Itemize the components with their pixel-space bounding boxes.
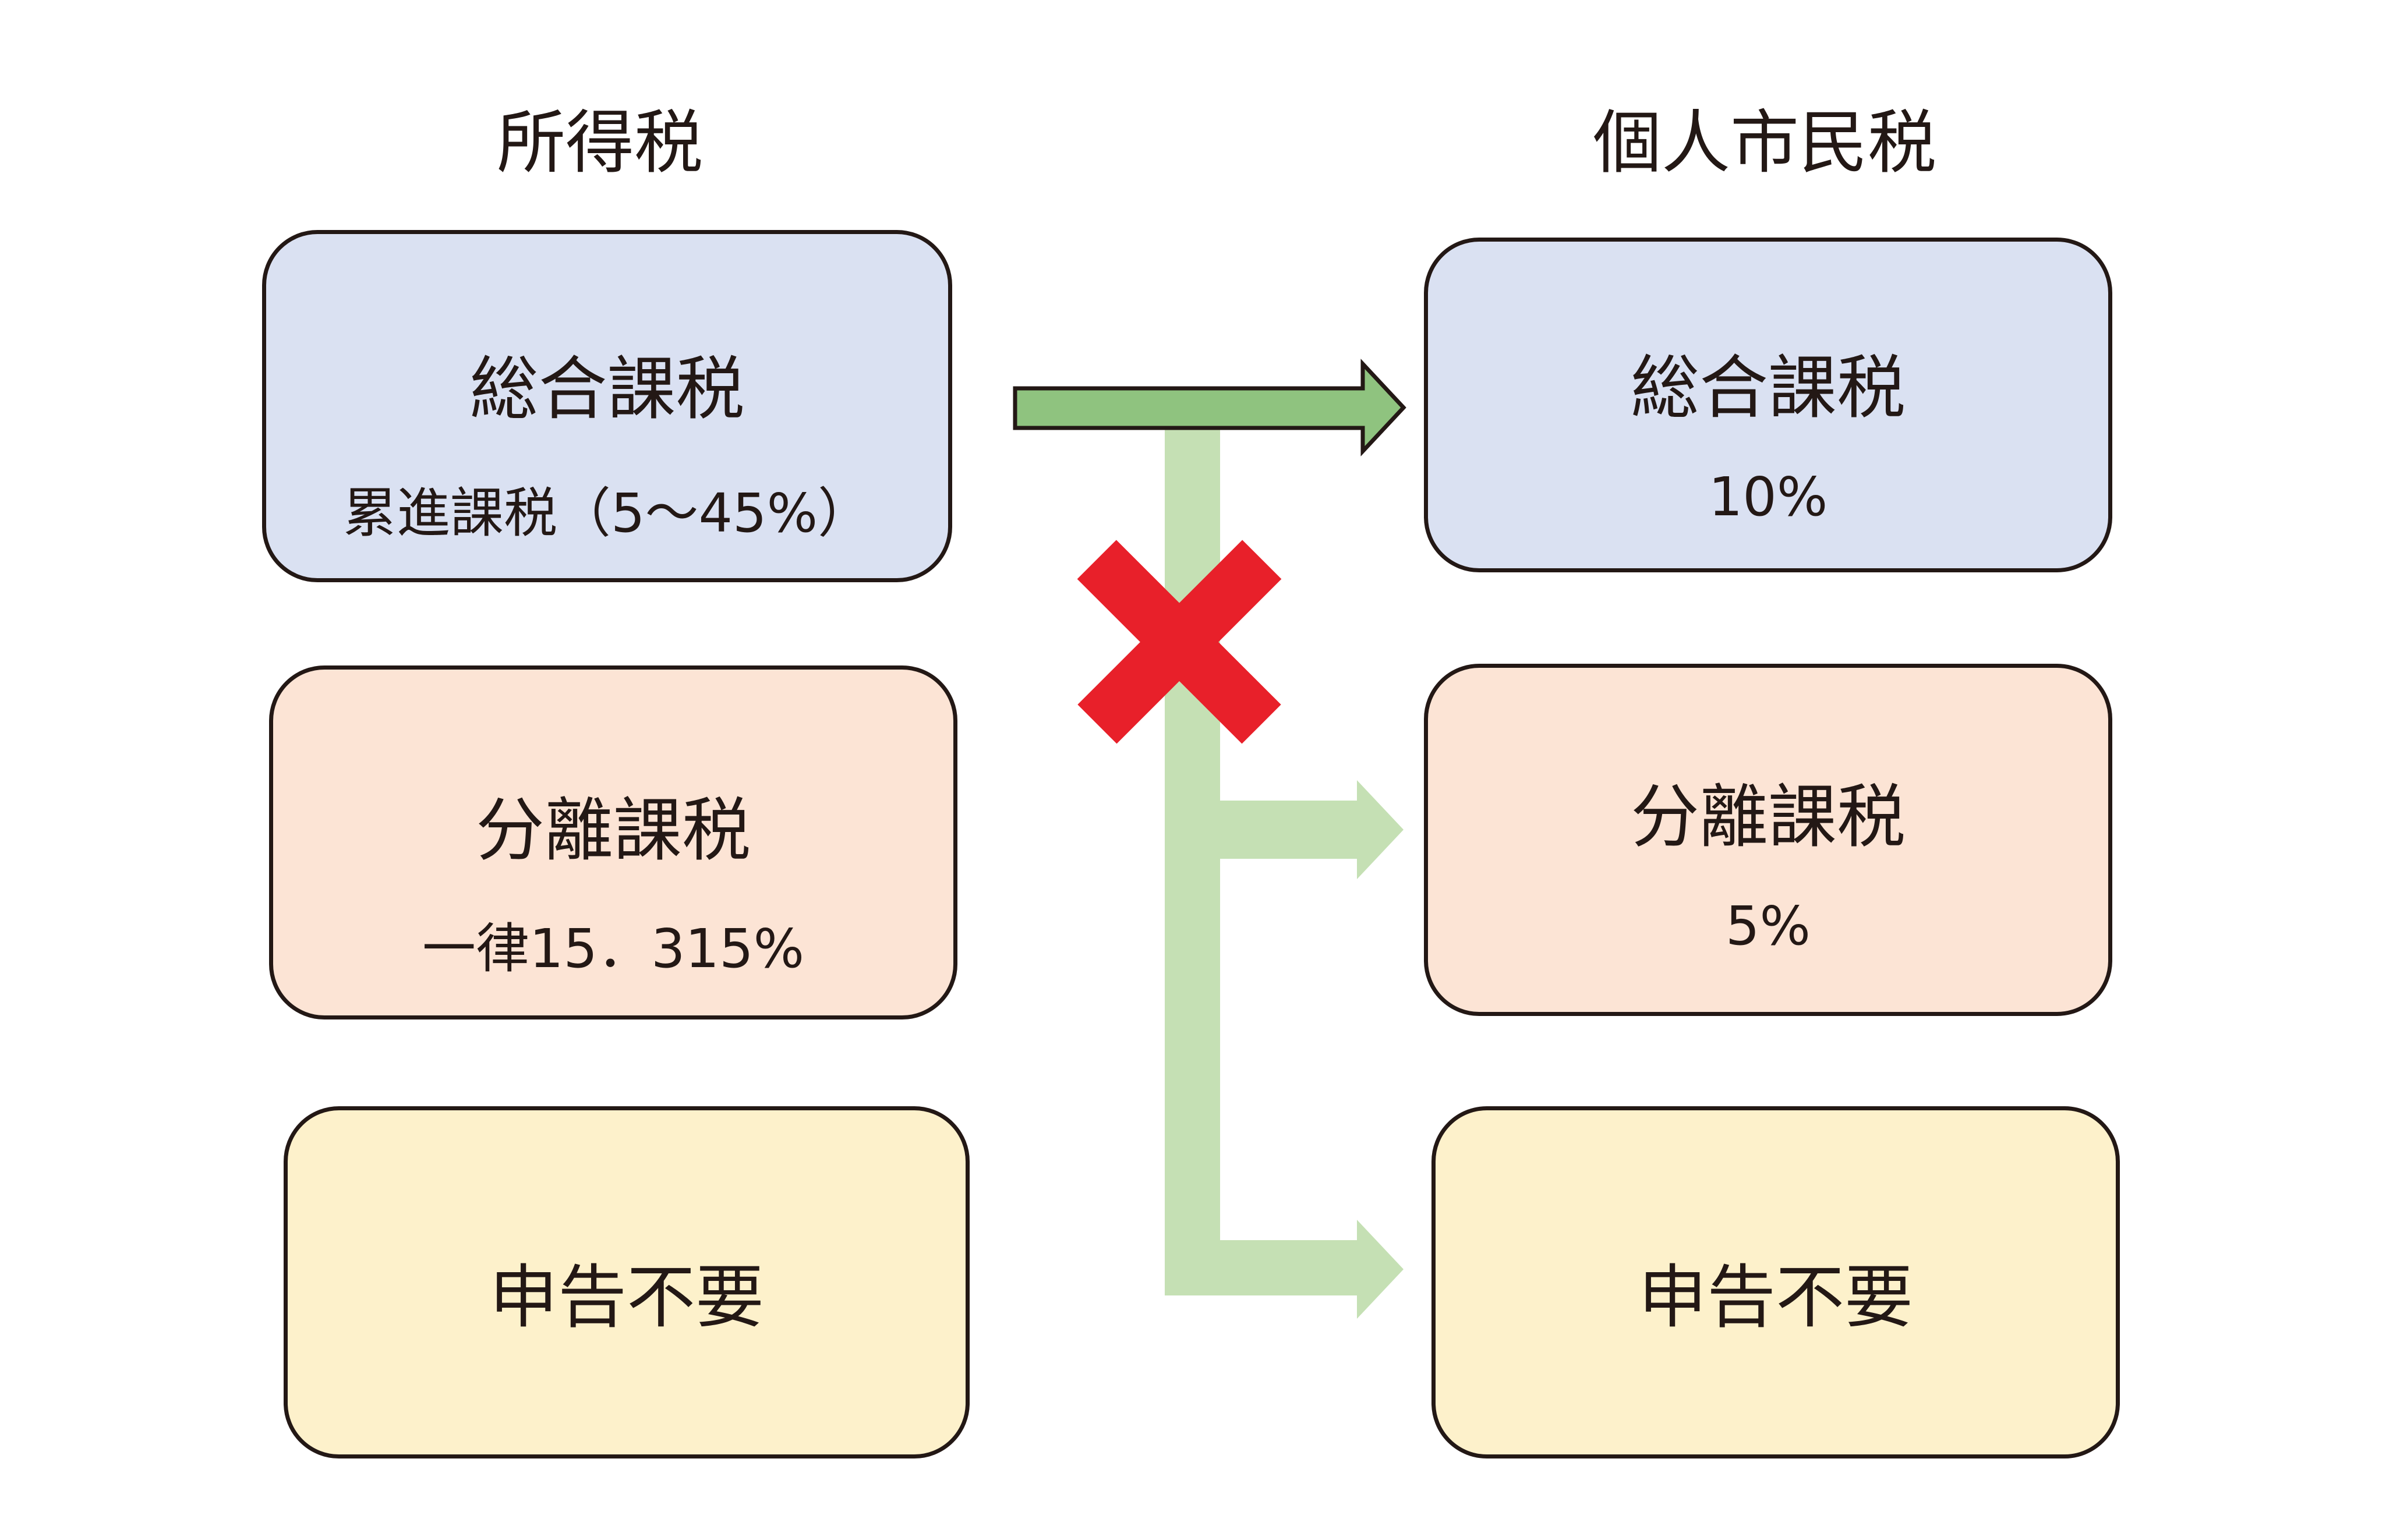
resident-separate-rate: 5% — [1726, 895, 1811, 957]
income-separate-box: 分離課税 一律15．315% — [269, 665, 957, 1019]
light-green-branch-arrows — [1165, 428, 1404, 1319]
income-separate-title: 分離課税 — [475, 790, 751, 870]
income-comprehensive-title: 総合課税 — [469, 349, 745, 429]
resident-no-filing-title: 申告不要 — [1638, 1257, 1913, 1337]
income-tax-heading: 所得税 — [496, 102, 703, 183]
income-comprehensive-box: 総合課税 累進課税（5〜45%） — [262, 230, 952, 582]
resident-tax-heading: 個人市民税 — [1592, 102, 1936, 183]
resident-separate-box: 分離課税 5% — [1424, 664, 2112, 1016]
light-green-trunk — [1165, 428, 1220, 1295]
cross-mark-icon — [1077, 540, 1282, 744]
income-no-filing-box: 申告不要 — [284, 1106, 970, 1458]
resident-comprehensive-title: 総合課税 — [1630, 348, 1906, 428]
income-comprehensive-rate: 累進課税（5〜45%） — [342, 482, 872, 544]
resident-comprehensive-box: 総合課税 10% — [1424, 238, 2112, 572]
arrow-right-icon — [1220, 780, 1404, 879]
income-no-filing-title: 申告不要 — [489, 1257, 764, 1337]
resident-no-filing-box: 申告不要 — [1431, 1106, 2120, 1458]
resident-comprehensive-rate: 10% — [1708, 466, 1828, 528]
arrow-right-icon — [1220, 1220, 1404, 1319]
arrow-right-icon — [1013, 359, 1406, 456]
income-separate-rate: 一律15．315% — [422, 918, 805, 980]
resident-separate-title: 分離課税 — [1630, 777, 1906, 857]
